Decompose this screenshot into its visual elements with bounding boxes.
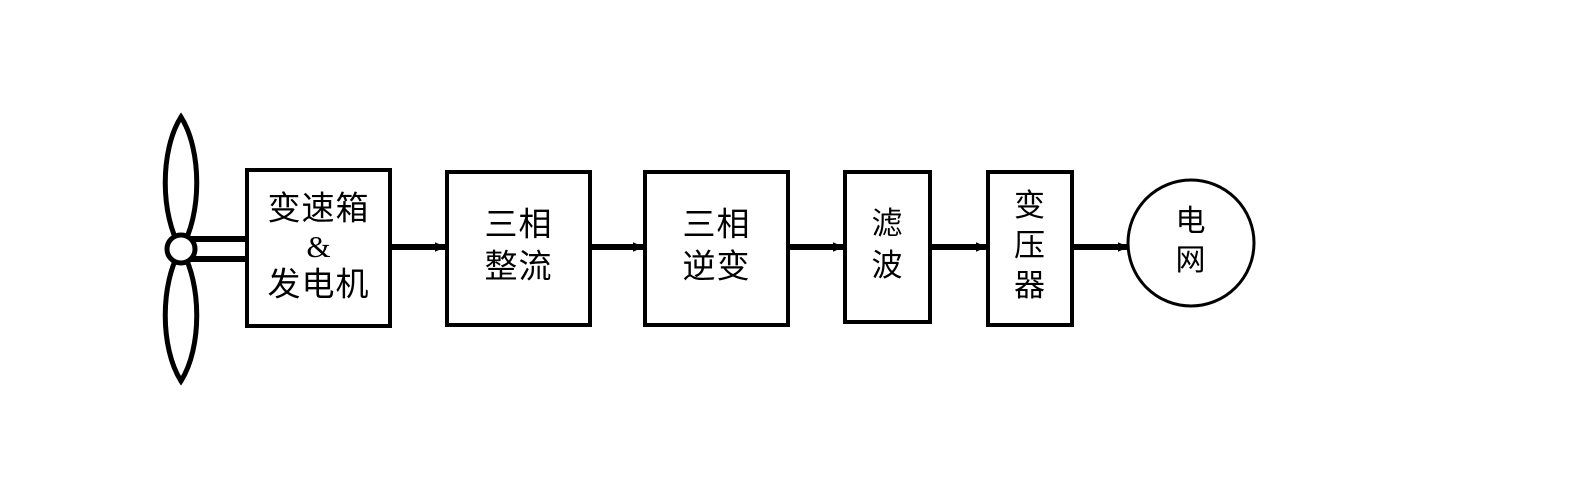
power-grid-node[interactable]: 电 网	[1126, 178, 1256, 308]
power-grid-circle	[1126, 178, 1256, 308]
filter-block[interactable]: 滤 波	[843, 170, 932, 324]
gearbox-generator-block[interactable]: 变速箱 & 发电机	[245, 168, 392, 328]
turbine-hub-icon	[164, 232, 198, 266]
transformer-label-line-1: 变	[1014, 188, 1046, 223]
three-phase-inverter-label-line-2: 逆变	[683, 249, 751, 286]
filter-label-line-2: 波	[872, 248, 904, 283]
three-phase-inverter-box	[643, 170, 790, 327]
three-phase-inverter-label-line-1: 三相	[683, 207, 751, 244]
three-phase-rectifier-block[interactable]: 三相 整流	[445, 170, 592, 327]
transformer-label-line-2: 压	[1014, 228, 1046, 263]
power-grid-label-line-2: 网	[1176, 244, 1207, 277]
turbine-blade-upper-icon	[162, 112, 200, 254]
transformer-block[interactable]: 变 压 器	[986, 170, 1074, 327]
turbine-shaft-connector	[186, 236, 249, 262]
wind-turbine-node[interactable]	[162, 112, 249, 386]
power-grid-label-line-1: 电	[1176, 205, 1207, 238]
transformer-label-line-3: 器	[1014, 268, 1046, 303]
filter-box	[843, 170, 932, 324]
three-phase-rectifier-label-line-2: 整流	[485, 249, 553, 286]
three-phase-inverter-block[interactable]: 三相 逆变	[643, 170, 790, 327]
filter-label-line-1: 滤	[872, 206, 904, 241]
three-phase-rectifier-box	[445, 170, 592, 327]
turbine-blade-lower-icon	[162, 244, 200, 386]
gearbox-generator-label-line-3: 发电机	[268, 267, 370, 304]
gearbox-generator-label-line-1: 变速箱	[268, 191, 370, 228]
three-phase-rectifier-label-line-1: 三相	[485, 207, 553, 244]
gearbox-generator-label-line-2: &	[306, 229, 330, 264]
